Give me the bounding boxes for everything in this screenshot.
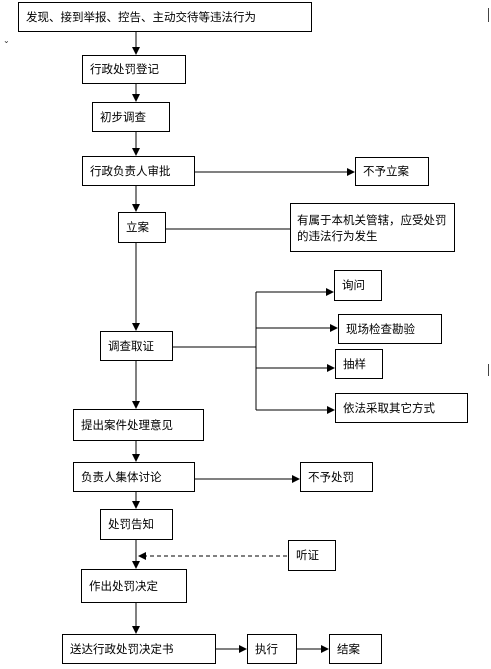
- node-decision: 作出处罚决定: [81, 569, 187, 603]
- node-discover: 发现、接到举报、控告、主动交待等违法行为: [18, 2, 312, 32]
- node-close: 结案: [329, 634, 382, 664]
- node-notice: 处罚告知: [100, 509, 173, 540]
- right-edge-tick-bottom: [488, 364, 489, 376]
- node-deliver: 送达行政处罚决定书: [62, 634, 216, 664]
- node-other-methods: 依法采取其它方式: [335, 393, 468, 423]
- node-jurisdiction-note: 有属于本机关管辖，应受处罚的违法行为发生: [290, 203, 455, 252]
- node-onsite: 现场检查勘验: [338, 314, 442, 344]
- node-sampling: 抽样: [335, 349, 383, 379]
- node-investigate: 调查取证: [100, 331, 173, 361]
- node-execute: 执行: [247, 634, 297, 664]
- node-preliminary: 初步调查: [92, 102, 170, 132]
- node-discussion: 负责人集体讨论: [73, 462, 195, 492]
- node-approve: 行政负责人审批: [82, 156, 195, 186]
- node-opinion: 提出案件处理意见: [73, 409, 204, 441]
- node-file-case: 立案: [118, 212, 166, 243]
- corner-caret-marker: ⌄: [3, 36, 10, 45]
- right-edge-tick-top: [488, 8, 489, 22]
- node-no-case: 不予立案: [355, 157, 429, 186]
- node-hearing: 听证: [288, 540, 336, 571]
- node-register: 行政处罚登记: [82, 55, 186, 84]
- node-inquiry: 询问: [334, 270, 382, 301]
- node-no-penalty: 不予处罚: [300, 462, 373, 492]
